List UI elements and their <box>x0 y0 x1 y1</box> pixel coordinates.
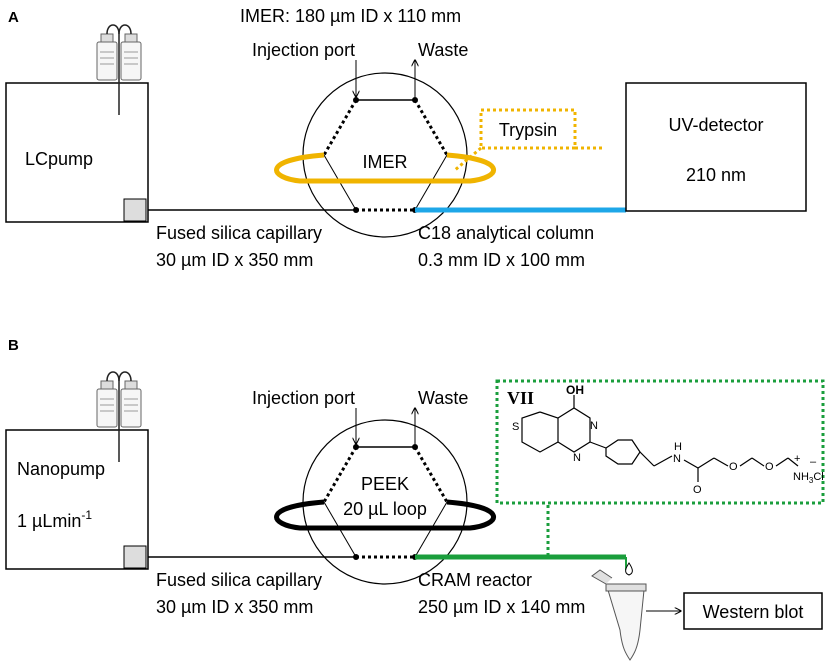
waste-label-b: Waste <box>418 388 468 408</box>
flow-rate: 1 µLmin-1 <box>17 508 92 531</box>
chem-o-ether1: O <box>729 461 738 473</box>
tube-icon <box>591 569 647 661</box>
capillary-label: Fused silica capillary <box>156 223 322 243</box>
droplet-icon <box>625 562 633 576</box>
detector-wavelength: 210 nm <box>686 165 746 185</box>
pump-label-b: Nanopump <box>17 459 105 479</box>
chem-s: S <box>512 421 519 433</box>
lc-pump: LCpump <box>5 82 149 223</box>
injection-port-label: Injection port <box>252 40 355 60</box>
compound-label: VII <box>507 388 534 408</box>
chem-oh: OH <box>566 383 584 397</box>
uv-detector: UV-detector 210 nm <box>625 82 807 212</box>
panel-b: B Nanopump 1 µLmin-1 Injection port <box>5 337 825 661</box>
capillary-dims-b: 30 µm ID x 350 mm <box>156 597 313 617</box>
column-label: C18 analytical column <box>418 223 594 243</box>
nano-pump: Nanopump 1 µLmin-1 <box>5 429 149 570</box>
detector-name: UV-detector <box>668 115 763 135</box>
flow-rate-exp: -1 <box>81 508 92 522</box>
flow-rate-value: 1 µLmin <box>17 511 81 531</box>
loop-line1: PEEK <box>361 474 409 494</box>
waste-label: Waste <box>418 40 468 60</box>
reactor-dims: 250 µm ID x 140 mm <box>418 597 585 617</box>
capillary-dims: 30 µm ID x 350 mm <box>156 250 313 270</box>
pump-label: LCpump <box>25 149 93 169</box>
western-blot-box <box>683 592 823 630</box>
panel-b-letter: B <box>8 337 19 354</box>
injection-port-label-b: Injection port <box>252 388 355 408</box>
chem-o-carbonyl: O <box>693 484 702 496</box>
imer-loop-label: IMER <box>363 152 408 172</box>
panel-a-letter: A <box>8 9 19 26</box>
chem-n2: N <box>573 452 581 464</box>
imer-title: IMER: 180 µm ID x 110 mm <box>240 6 461 26</box>
peek-loop <box>274 499 497 531</box>
chem-nh3: NH3Cl <box>793 471 824 485</box>
chem-plus: + <box>794 453 800 465</box>
compound-vii-structure <box>521 395 799 482</box>
reactor-label: CRAM reactor <box>418 570 532 590</box>
trypsin-label: Trypsin <box>499 120 557 140</box>
panel-a: A IMER: 180 µm ID x 110 mm LCpump <box>5 6 807 270</box>
trypsin-box <box>479 108 577 150</box>
chem-nh-h: H <box>674 441 682 453</box>
column-dims: 0.3 mm ID x 100 mm <box>418 250 585 270</box>
chem-nh-n: N <box>673 453 681 465</box>
western-blot-label: Western blot <box>703 602 804 622</box>
chem-n1: N <box>590 420 598 432</box>
compound-box <box>495 379 825 505</box>
imer-loop <box>274 152 497 184</box>
capillary-label-b: Fused silica capillary <box>156 570 322 590</box>
chem-minus: – <box>810 456 817 468</box>
loop-line2: 20 µL loop <box>343 499 427 519</box>
chem-o-ether2: O <box>765 461 774 473</box>
